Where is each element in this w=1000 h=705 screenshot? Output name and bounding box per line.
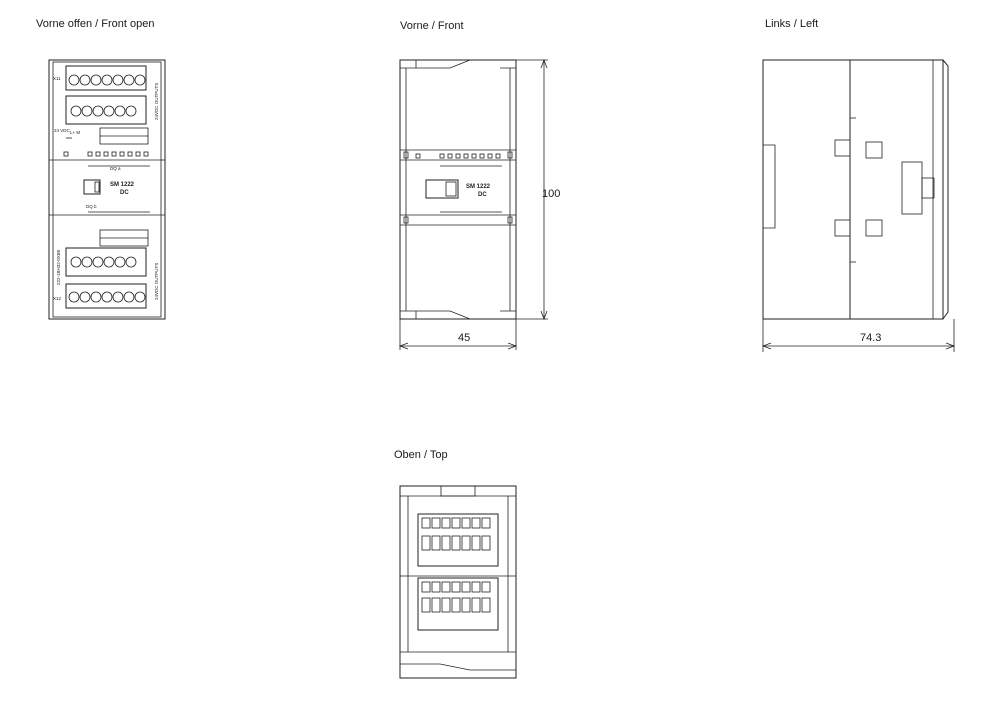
terminal-block-top-2 bbox=[65, 95, 147, 125]
top-connector-upper bbox=[417, 513, 499, 567]
group-a-label: DQ a bbox=[110, 166, 121, 171]
terminal-screws-bottom-2 bbox=[68, 291, 146, 303]
left-title: Links / Left bbox=[765, 18, 819, 30]
top-connector-lower bbox=[417, 577, 499, 631]
front-open-title: Vorne offen / Front open bbox=[36, 18, 155, 30]
terminal-screws-bottom-1 bbox=[70, 256, 137, 268]
dim-height: 100 bbox=[542, 188, 561, 200]
top-title: Oben / Top bbox=[394, 449, 448, 461]
terminal-block-top-1 bbox=[65, 65, 147, 91]
side-text-top: 24VDC OUTPUTS bbox=[154, 83, 159, 120]
top-view bbox=[399, 485, 517, 679]
led-row-front-open bbox=[63, 151, 149, 157]
module-type-open: DC bbox=[120, 190, 129, 196]
terminal-block-bottom-1 bbox=[65, 247, 147, 277]
module-name-open: SM 1222 bbox=[110, 182, 135, 188]
group-b-label: DQ b bbox=[86, 204, 97, 209]
led-row-front bbox=[415, 153, 501, 159]
terminal-screws-top-2 bbox=[70, 105, 137, 117]
supply-label: L+ M bbox=[70, 130, 80, 135]
side-text-bottom: 24VDC OUTPUTS bbox=[154, 263, 159, 300]
connector-label-bottom: X12 bbox=[53, 296, 62, 301]
dim-depth: 74.3 bbox=[860, 332, 882, 344]
vdc-label: 24 VDC bbox=[54, 128, 71, 133]
status-window-open bbox=[83, 179, 101, 195]
terminal-screws-top-1 bbox=[68, 74, 146, 86]
top-connector-lower-slots bbox=[421, 581, 491, 613]
dim-width: 45 bbox=[458, 332, 471, 344]
front-title: Vorne / Front bbox=[400, 20, 464, 32]
terminal-block-bottom-2 bbox=[65, 283, 147, 309]
top-connector-upper-slots bbox=[421, 517, 491, 551]
module-name-front: SM 1222 bbox=[466, 184, 491, 190]
part-number: 222-1BH32-0XB0 bbox=[56, 249, 61, 285]
status-window-front bbox=[425, 179, 459, 199]
left-view bbox=[761, 59, 956, 352]
connector-label-top: X11 bbox=[53, 76, 61, 81]
module-type-front: DC bbox=[478, 192, 487, 198]
front-view: SM 1222 DC bbox=[398, 58, 548, 350]
front-open-view: X11 24VDC OUTPUTS 24 VDC L+ M DQ a SM 12… bbox=[48, 59, 166, 320]
